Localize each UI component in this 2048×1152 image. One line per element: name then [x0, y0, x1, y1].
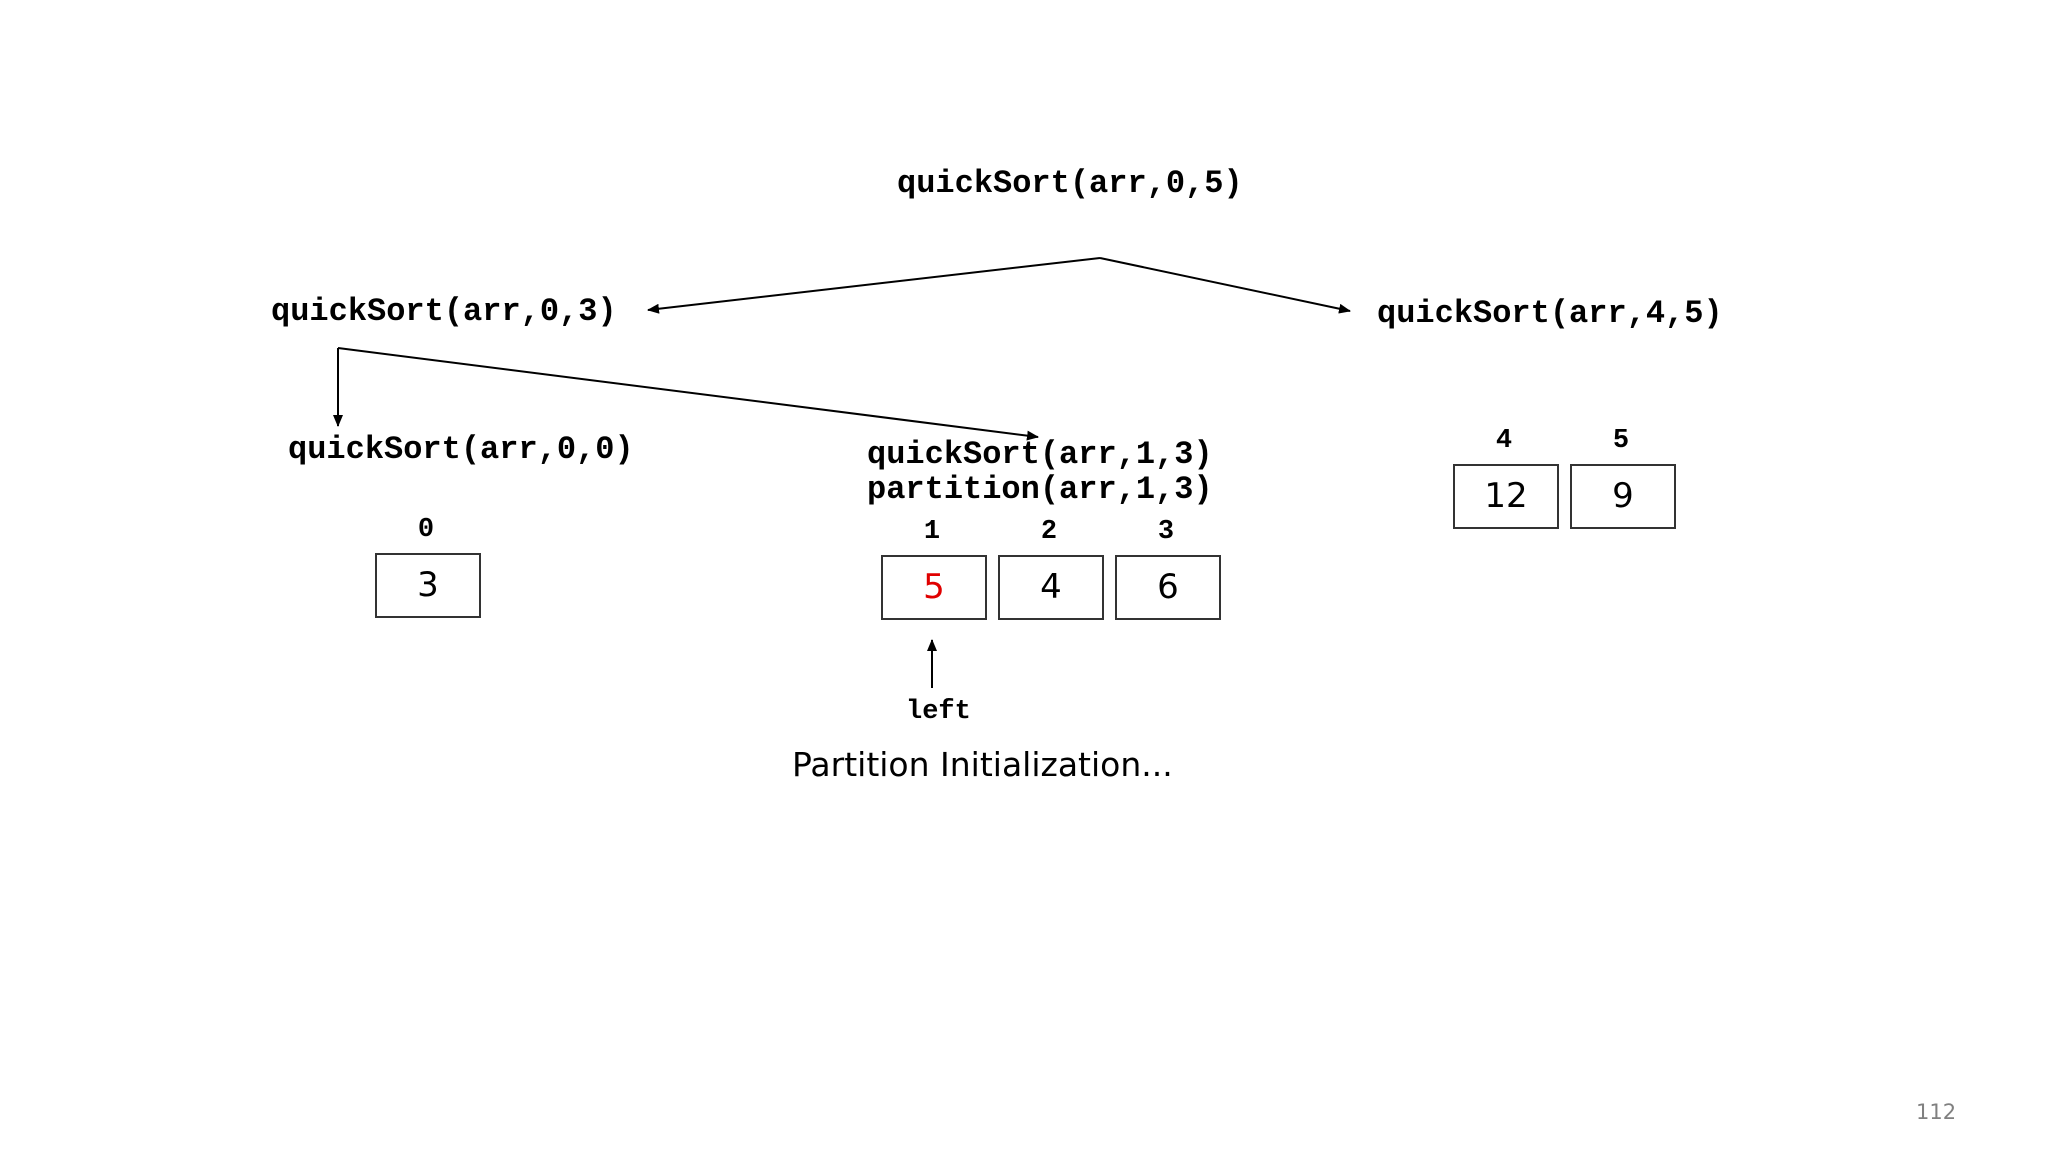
root-to-left-arrow [647, 257, 1101, 314]
slide-number: 112 [1916, 1100, 1957, 1124]
root-to-right-arrow [1099, 257, 1351, 314]
array-cell: 3 [375, 553, 481, 618]
root-call: quickSort(arr,0,5) [897, 165, 1243, 202]
array-index: 3 [1157, 517, 1175, 547]
left-call: quickSort(arr,0,3) [271, 293, 617, 330]
array-cell: 12 [1453, 464, 1559, 529]
left-to-leftright-arrow [337, 347, 1039, 441]
array-index: 5 [1612, 426, 1630, 456]
array-cell: 4 [998, 555, 1104, 620]
left-left-call: quickSort(arr,0,0) [288, 431, 634, 468]
array-index: 0 [417, 515, 435, 545]
pivot-value: 5 [923, 567, 945, 607]
array-cell: 6 [1115, 555, 1221, 620]
left-right-call: quickSort(arr,1,3) [867, 436, 1213, 473]
array-index: 1 [923, 517, 941, 547]
left-pointer-label: left [906, 697, 971, 727]
array-index: 2 [1040, 517, 1058, 547]
right-call: quickSort(arr,4,5) [1377, 295, 1723, 332]
caption: Partition Initialization... [792, 745, 1173, 784]
array-index: 4 [1495, 426, 1513, 456]
partition-call: partition(arr,1,3) [867, 471, 1213, 508]
array-cell-pivot: 5 [881, 555, 987, 620]
array-cell: 9 [1570, 464, 1676, 529]
